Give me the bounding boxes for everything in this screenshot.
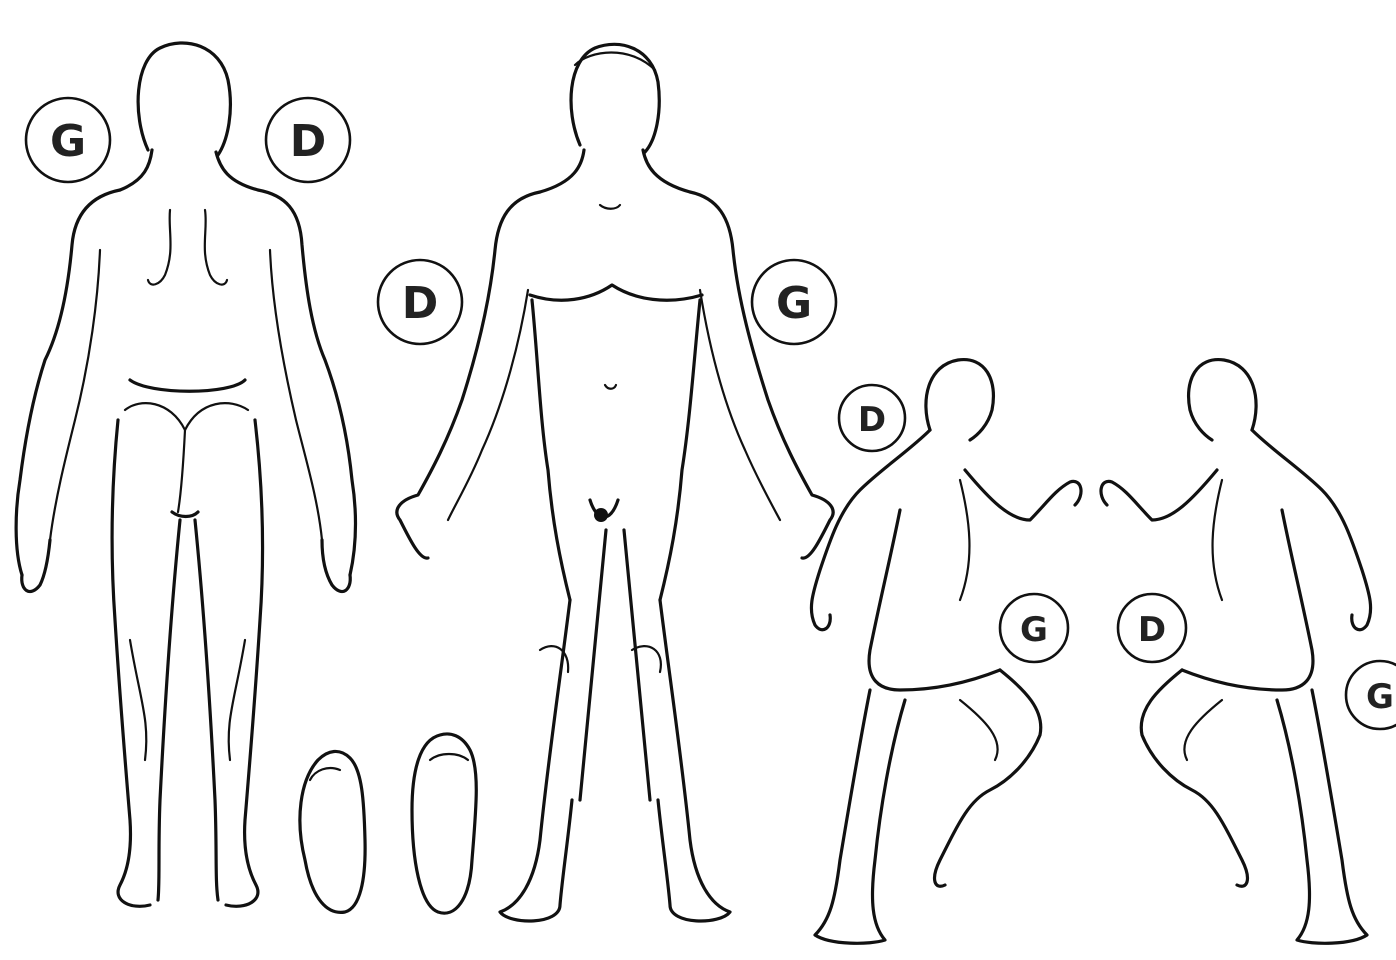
label-front-right-text: G xyxy=(776,278,812,329)
label-side-left-lower: G xyxy=(1000,594,1068,662)
label-back-right-text: D xyxy=(290,116,327,167)
label-front-left-text: D xyxy=(402,278,439,329)
label-back-left-text: G xyxy=(50,116,86,167)
label-side-right-lower: D xyxy=(1118,594,1186,662)
label-side-left-upper-text: D xyxy=(858,400,886,440)
figure-front-view xyxy=(397,44,833,921)
label-front-right: G xyxy=(752,260,836,344)
label-back-left: G xyxy=(26,98,110,182)
label-side-left-upper: D xyxy=(839,385,905,451)
label-side-right-edge-text: G xyxy=(1366,677,1394,717)
feet-soles-illustration xyxy=(300,734,476,913)
label-side-left-lower-text: G xyxy=(1020,610,1048,650)
label-side-right-edge: G xyxy=(1346,661,1396,729)
label-back-right: D xyxy=(266,98,350,182)
label-front-left: D xyxy=(378,260,462,344)
label-side-right-lower-text: D xyxy=(1138,610,1166,650)
